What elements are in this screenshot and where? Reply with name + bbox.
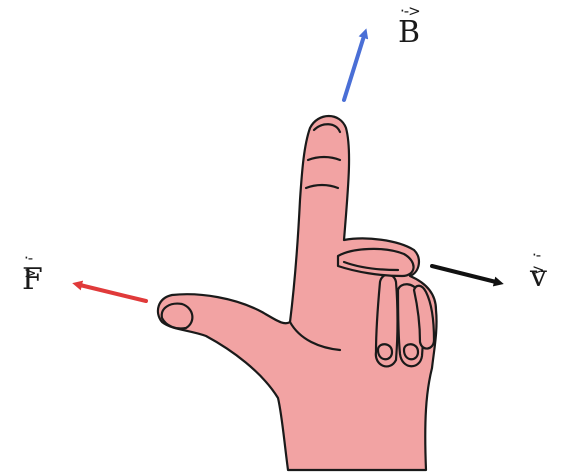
nail-1 (376, 343, 394, 361)
hand-silhouette (156, 114, 438, 472)
force-arrow (72, 280, 148, 303)
field-arrow (342, 28, 369, 102)
nail-2 (402, 343, 420, 361)
field-vector-mark: ·-> (400, 2, 421, 20)
velocity-letter: v (530, 259, 547, 294)
force-vector-mark: ·-> (24, 249, 37, 282)
thumb-nail (160, 302, 194, 330)
velocity-vector-mark: ·-> (532, 246, 545, 279)
middle-finger-crease (342, 260, 400, 272)
force-letter: F (22, 262, 43, 297)
index-fingertip (312, 123, 342, 134)
left-hand-icon (156, 114, 438, 472)
index-crease-1 (306, 155, 342, 162)
curled-finger-3 (412, 284, 436, 350)
index-crease-2 (304, 183, 340, 190)
velocity-arrow (430, 264, 504, 287)
force-label: ·-> F (22, 251, 43, 297)
velocity-label: ·-> v (530, 248, 547, 294)
palm-crease (288, 320, 342, 352)
field-letter: B (398, 15, 421, 50)
field-label: ·-> B (398, 4, 421, 50)
